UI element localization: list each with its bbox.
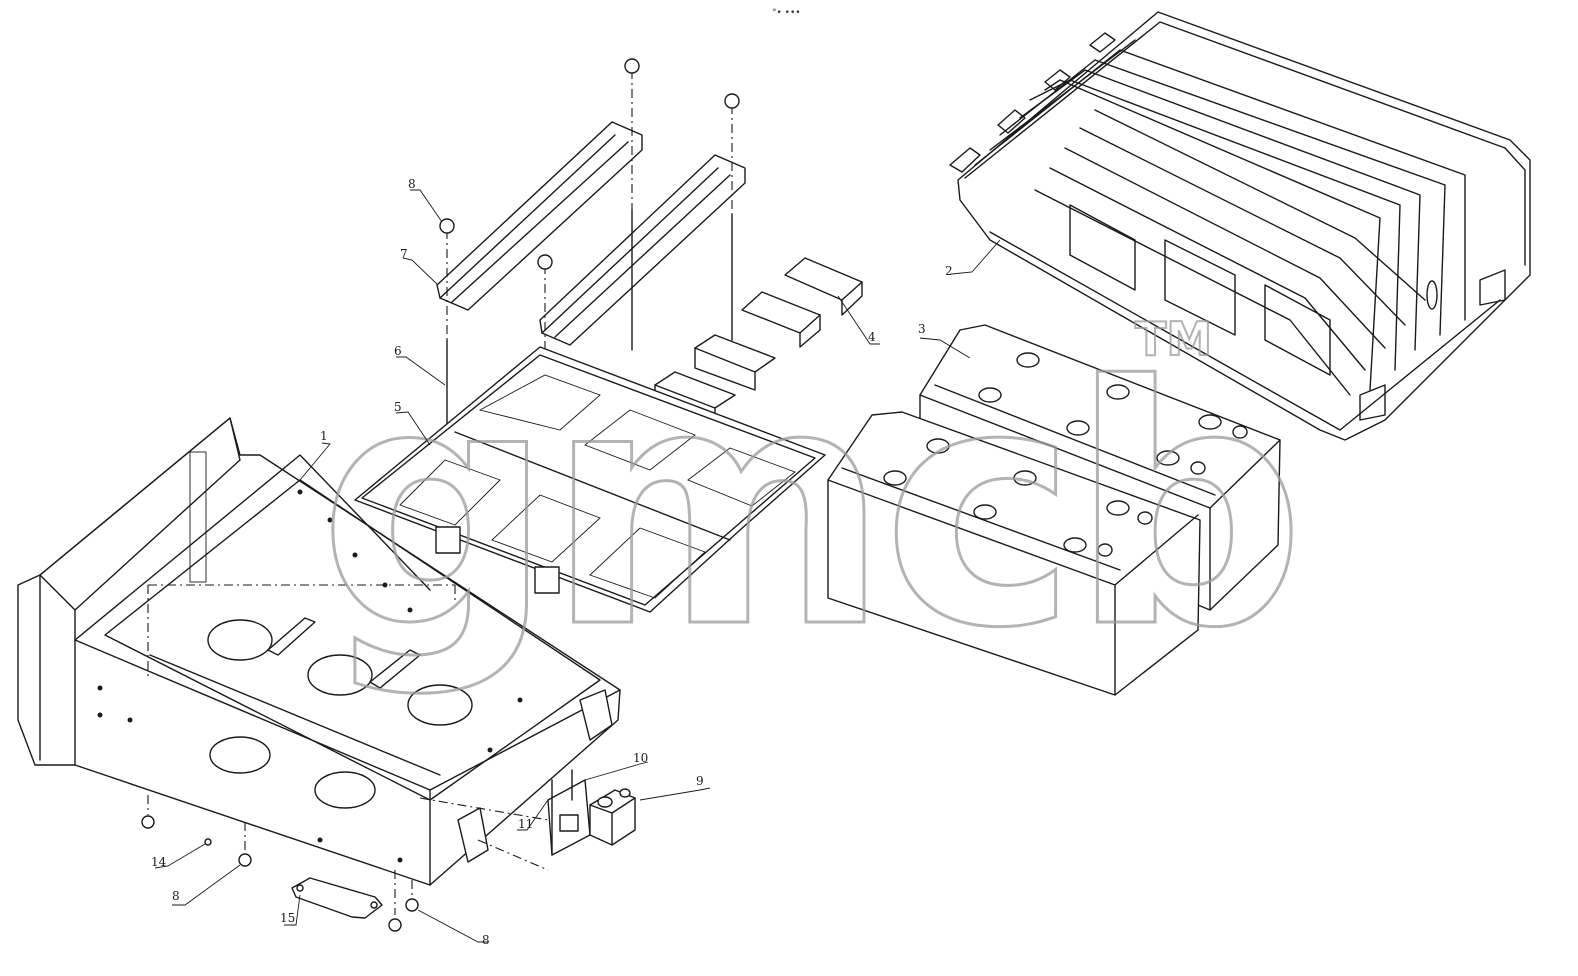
- callout-4: 4: [868, 330, 876, 344]
- callout-8-left: 8: [172, 889, 180, 903]
- callout-15: 15: [280, 911, 295, 925]
- lower-fasteners: [141, 795, 419, 932]
- callout-7: 7: [400, 247, 408, 261]
- mounting-bracket: [547, 769, 591, 856]
- callouts: 2 3 4 5 6 7 8 1 9 10 11 14 8 15 8: [151, 177, 1001, 947]
- battery-cover: [949, 11, 1531, 441]
- battery-front-terminals: [883, 438, 1153, 557]
- callout-9: 9: [696, 774, 704, 788]
- callout-8-top: 8: [408, 177, 416, 191]
- watermark: gmcb TM: [317, 311, 1308, 702]
- callout-1: 1: [320, 429, 328, 443]
- battery-frame: [354, 346, 826, 613]
- callout-2: 2: [945, 264, 953, 278]
- callout-6: 6: [394, 344, 402, 358]
- terminal-clamps: [654, 257, 863, 426]
- callout-3: 3: [918, 322, 926, 336]
- mounting-holes: [97, 489, 523, 863]
- assembly-line: [477, 839, 549, 871]
- svg-text:TM: TM: [1135, 312, 1212, 366]
- hex-nuts: [439, 58, 740, 270]
- assembly-line: [419, 797, 549, 821]
- callout-8-bottom: 8: [482, 933, 490, 947]
- callout-10: 10: [633, 751, 648, 765]
- header-mark: °• •••: [772, 8, 801, 18]
- battery-box: [17, 417, 621, 886]
- callout-14: 14: [151, 855, 167, 869]
- hold-down-rail-left: [436, 121, 643, 311]
- battery-front: [827, 411, 1201, 696]
- callout-5: 5: [394, 400, 402, 414]
- battery-rear-terminals: [978, 352, 1248, 475]
- svg-text:gmcb: gmcb: [318, 316, 1298, 700]
- hold-down-rail-right: [539, 154, 746, 346]
- gasket-plate: [291, 877, 383, 919]
- callout-11: 11: [518, 817, 533, 831]
- relay-module: [589, 788, 636, 846]
